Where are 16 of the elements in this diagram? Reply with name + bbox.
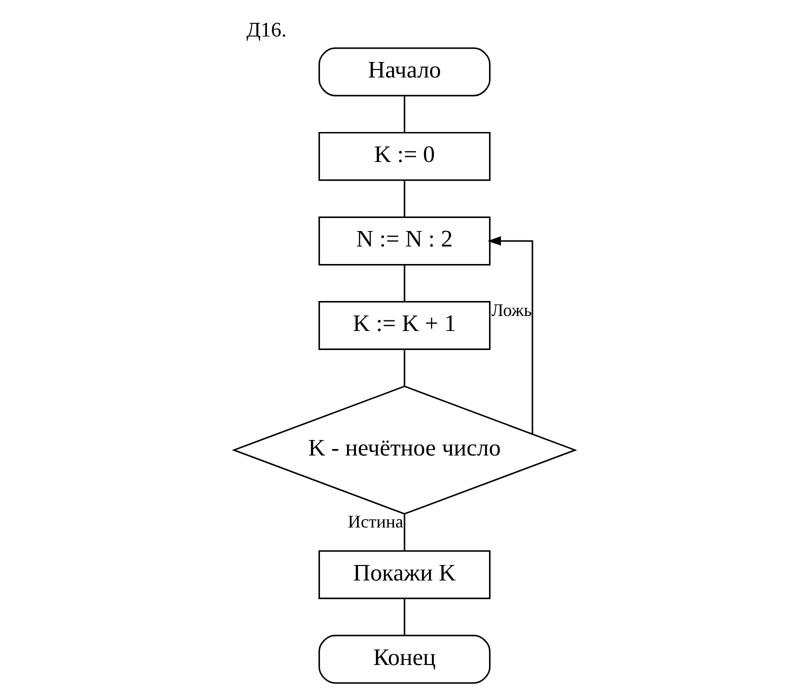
node-diamond: K - нечётное число (232, 386, 578, 515)
node-box: K := K + 1 (318, 301, 491, 350)
node-box: Конец (318, 634, 491, 684)
node-box: N := N : 2 (318, 216, 491, 266)
diagram-title: Д16. (246, 20, 287, 42)
connector (404, 96, 406, 133)
connector (404, 350, 406, 386)
connector (404, 180, 406, 218)
arrow (488, 236, 534, 434)
connector (404, 598, 406, 636)
edge-label: Ложь (491, 300, 532, 320)
node-box: K := 0 (318, 132, 491, 181)
connector (404, 514, 406, 550)
node-box: Покажи K (318, 550, 491, 600)
connector (404, 264, 406, 302)
node-box: Начало (318, 47, 491, 96)
